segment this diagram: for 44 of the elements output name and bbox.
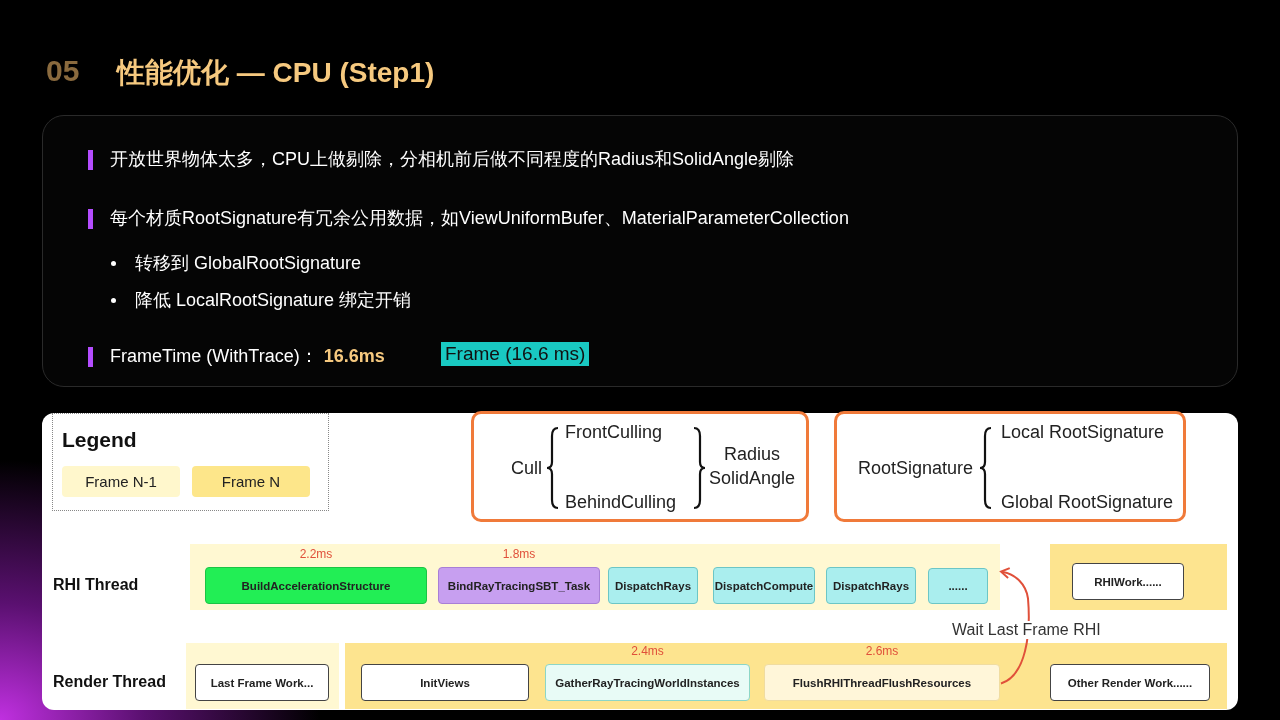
row-label: RHI Thread	[53, 576, 139, 594]
bracket-label: Radius SolidAngle	[707, 443, 797, 490]
legend-swatch: Frame N	[192, 466, 310, 497]
frame-band	[190, 544, 1000, 610]
bracket-label: Global RootSignature	[1001, 491, 1175, 514]
edge-label: Wait Last Frame RHI	[950, 621, 1103, 639]
highlighted-text: Frame (16.6 ms)	[441, 342, 590, 366]
task-box: InitViews	[361, 664, 529, 701]
sub-bullet-text: 转移到 GlobalRootSignature	[135, 252, 362, 275]
frame-band	[345, 643, 1227, 709]
frame-band	[186, 643, 339, 709]
duration-label: 1.8ms	[501, 547, 537, 561]
section-number: 05	[46, 54, 80, 88]
frame-band	[1050, 544, 1227, 610]
row-label: Render Thread	[53, 673, 166, 691]
bracket-label: Local RootSignature	[1001, 421, 1166, 444]
duration-label: 2.4ms	[630, 644, 665, 658]
bracket-label: BehindCulling	[565, 491, 678, 514]
duration-label: 2.6ms	[864, 644, 900, 658]
task-box: GatherRayTracingWorldInstances	[545, 664, 750, 701]
task-box: DispatchRays	[826, 567, 916, 604]
bullet-text: 每个材质RootSignature有冗余公用数据，如ViewUniformBufer、MaterialParameterCollection	[110, 207, 849, 230]
bracket-box	[834, 411, 1186, 522]
task-box: Other Render Work......	[1050, 664, 1210, 701]
bullet-text: 开放世界物体太多，CPU上做剔除，分相机前后做不同程度的Radius和SolidAngle剔除	[110, 148, 795, 171]
slide-title: 性能优化 — CPU (Step1)	[117, 56, 435, 90]
task-box: ......	[928, 568, 988, 604]
legend-title: Legend	[62, 428, 137, 452]
sub-bullet-text: 降低 LocalRootSignature 绑定开销	[135, 289, 412, 312]
legend-swatch: Frame N-1	[62, 466, 180, 497]
bracket-label: FrontCulling	[565, 421, 664, 444]
bracket-label: RootSignature	[856, 457, 973, 480]
curved-arrow	[1000, 567, 1030, 685]
task-box: Last Frame Work...	[195, 664, 329, 701]
task-box: FlushRHIThreadFlushResources	[764, 664, 1000, 701]
task-box: DispatchRays	[608, 567, 698, 604]
bracket-box	[471, 411, 809, 522]
task-box: BuildAccelerationStructure	[205, 567, 427, 604]
task-box: DispatchCompute	[713, 567, 815, 604]
task-box: RHIWork......	[1072, 563, 1184, 600]
bullet-text: FrameTime (WithTrace)：16.6ms	[110, 345, 385, 368]
bracket-label: Cull	[510, 457, 542, 480]
task-box: BindRayTracingSBT_Task	[438, 567, 600, 604]
duration-label: 2.2ms	[298, 547, 334, 561]
